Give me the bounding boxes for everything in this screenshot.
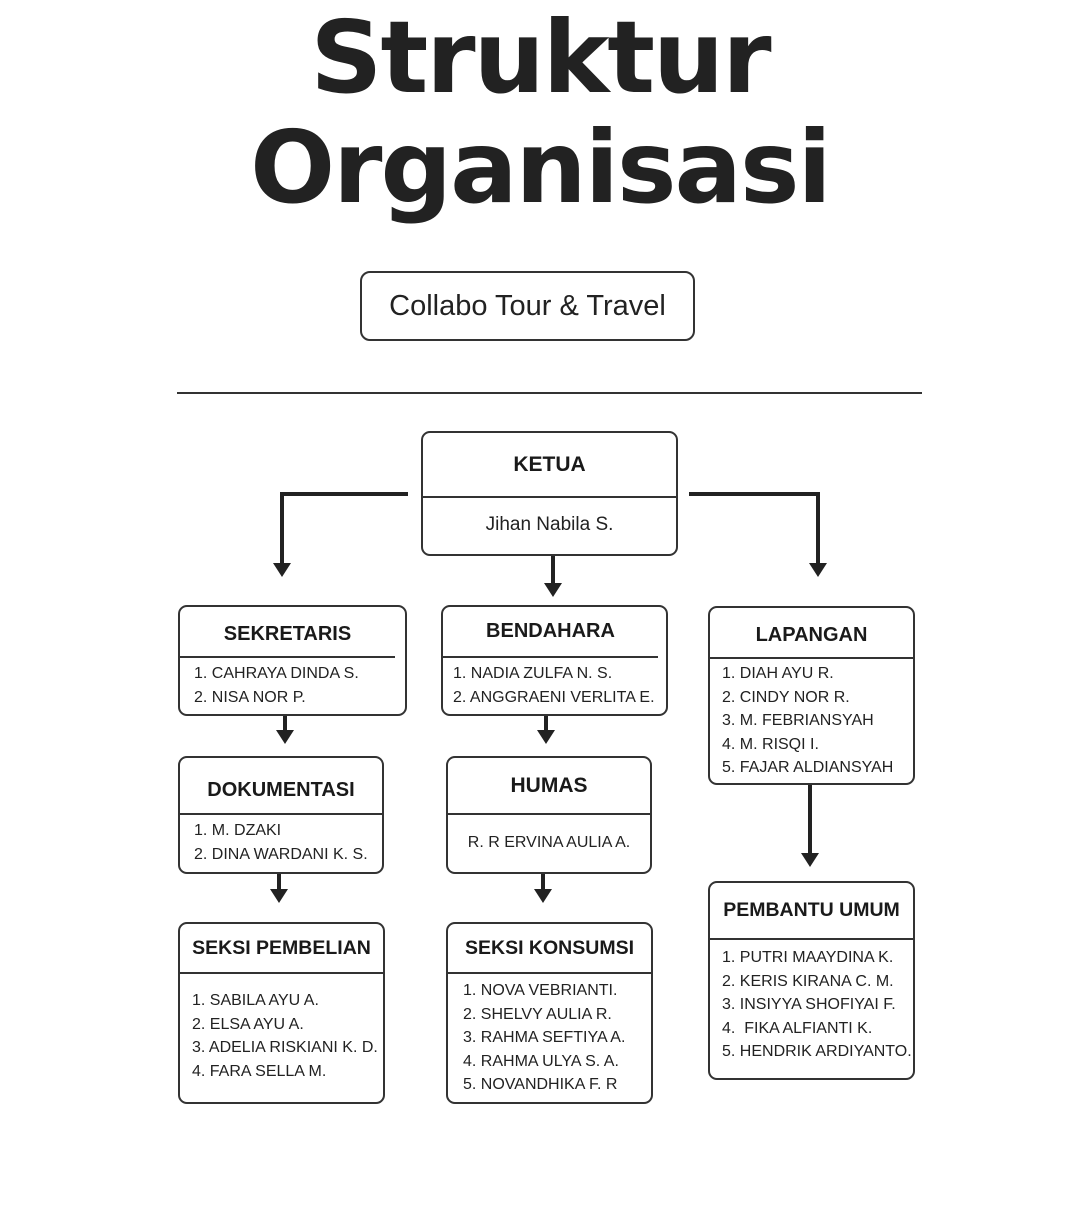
node-seksi-pembelian-members: 1. SABILA AYU A. 2. ELSA AYU A. 3. ADELI… bbox=[180, 974, 383, 1083]
member-item: 2. ANGGRAENI VERLITA E. bbox=[453, 688, 655, 706]
arrow-down-icon bbox=[270, 889, 288, 903]
member-item: 1. PUTRI MAAYDINA K. bbox=[722, 949, 894, 966]
company-name: Collabo Tour & Travel bbox=[389, 289, 666, 322]
node-seksi-pembelian: SEKSI PEMBELIAN 1. SABILA AYU A. 2. ELSA… bbox=[178, 922, 385, 1104]
connector-line bbox=[808, 784, 812, 856]
connector-line bbox=[689, 492, 820, 496]
connector-line bbox=[280, 492, 284, 566]
node-pembantu-umum: PEMBANTU UMUM 1. PUTRI MAAYDINA K. 2. KE… bbox=[708, 881, 915, 1080]
member-item: 1. SABILA AYU A. bbox=[192, 992, 319, 1009]
member-item: 1. DIAH AYU R. bbox=[722, 665, 834, 682]
node-seksi-pembelian-role: SEKSI PEMBELIAN bbox=[180, 924, 383, 974]
divider bbox=[177, 392, 922, 394]
arrow-down-icon bbox=[537, 730, 555, 744]
member-item: 1. NADIA ZULFA N. S. bbox=[453, 665, 613, 682]
member-item: 3. RAHMA SEFTIYA A. bbox=[463, 1029, 626, 1046]
member-item: 3. ADELIA RISKIANI K. D. bbox=[192, 1039, 378, 1056]
member-item: 2. KERIS KIRANA C. M. bbox=[722, 972, 894, 990]
member-item: 2. CINDY NOR R. bbox=[722, 688, 850, 706]
member-item: 5. HENDRIK ARDIYANTO. bbox=[722, 1043, 912, 1060]
member-item: 2. DINA WARDANI K. S. bbox=[194, 845, 368, 863]
node-bendahara-members: 1. NADIA ZULFA N. S. 2. ANGGRAENI VERLIT… bbox=[443, 658, 666, 709]
node-humas-role: HUMAS bbox=[448, 758, 650, 815]
connector-line bbox=[551, 555, 555, 585]
member-item: 1. M. DZAKI bbox=[194, 822, 282, 839]
member-item: 3. M. FEBRIANSYAH bbox=[722, 712, 874, 729]
member-item: 4. FARA SELLA M. bbox=[192, 1062, 327, 1080]
arrow-down-icon bbox=[276, 730, 294, 744]
node-sekretaris: SEKRETARIS 1. CAHRAYA DINDA S. 2. NISA N… bbox=[178, 605, 407, 716]
connector-line bbox=[277, 874, 281, 890]
node-bendahara: BENDAHARA 1. NADIA ZULFA N. S. 2. ANGGRA… bbox=[441, 605, 668, 716]
arrow-down-icon bbox=[273, 563, 291, 577]
node-ketua-name: Jihan Nabila S. bbox=[485, 514, 614, 535]
node-pembantu-umum-role: PEMBANTU UMUM bbox=[710, 883, 913, 940]
node-lapangan-members: 1. DIAH AYU R. 2. CINDY NOR R. 3. M. FEB… bbox=[710, 659, 913, 780]
node-seksi-konsumsi-role: SEKSI KONSUMSI bbox=[448, 924, 651, 974]
node-dokumentasi: DOKUMENTASI 1. M. DZAKI 2. DINA WARDANI … bbox=[178, 756, 384, 874]
member-item: 1. NOVA VEBRIANTI. bbox=[463, 982, 618, 999]
node-ketua-role: KETUA bbox=[423, 433, 676, 498]
member-item: 3. INSIYYA SHOFIYAI F. bbox=[722, 996, 896, 1013]
arrow-down-icon bbox=[801, 853, 819, 867]
node-pembantu-umum-members: 1. PUTRI MAAYDINA K. 2. KERIS KIRANA C. … bbox=[710, 940, 913, 1064]
member-item: 1. CAHRAYA DINDA S. bbox=[194, 665, 359, 682]
node-humas-name: R. R ERVINA AULIA A. bbox=[467, 834, 631, 851]
node-ketua: KETUA Jihan Nabila S. bbox=[421, 431, 678, 556]
connector-line bbox=[816, 492, 820, 566]
arrow-down-icon bbox=[534, 889, 552, 903]
page-title-line-2: Organisasi bbox=[250, 109, 832, 226]
node-lapangan: LAPANGAN 1. DIAH AYU R. 2. CINDY NOR R. … bbox=[708, 606, 915, 785]
member-item: 4. M. RISQI I. bbox=[722, 735, 819, 753]
node-dokumentasi-role: DOKUMENTASI bbox=[180, 758, 382, 815]
node-seksi-konsumsi-members: 1. NOVA VEBRIANTI. 2. SHELVY AULIA R. 3.… bbox=[448, 974, 651, 1097]
node-sekretaris-role: SEKRETARIS bbox=[180, 607, 395, 658]
arrow-down-icon bbox=[544, 583, 562, 597]
company-name-box: Collabo Tour & Travel bbox=[360, 271, 695, 341]
member-item: 2. ELSA AYU A. bbox=[192, 1015, 304, 1033]
member-item: 5. NOVANDHIKA F. R bbox=[463, 1076, 618, 1093]
member-item: 4. FIKA ALFIANTI K. bbox=[722, 1019, 873, 1037]
arrow-down-icon bbox=[809, 563, 827, 577]
page-title-line-1: Struktur bbox=[310, 0, 771, 116]
member-item: 2. SHELVY AULIA R. bbox=[463, 1005, 612, 1023]
connector-line bbox=[280, 492, 408, 496]
connector-line bbox=[283, 715, 287, 731]
node-sekretaris-members: 1. CAHRAYA DINDA S. 2. NISA NOR P. bbox=[180, 658, 405, 709]
member-item: 4. RAHMA ULYA S. A. bbox=[463, 1052, 619, 1070]
connector-line bbox=[544, 715, 548, 731]
node-lapangan-role: LAPANGAN bbox=[710, 608, 913, 659]
member-item: 2. NISA NOR P. bbox=[194, 688, 306, 706]
node-seksi-konsumsi: SEKSI KONSUMSI 1. NOVA VEBRIANTI. 2. SHE… bbox=[446, 922, 653, 1104]
member-item: 5. FAJAR ALDIANSYAH bbox=[722, 759, 894, 776]
node-bendahara-role: BENDAHARA bbox=[443, 607, 658, 658]
connector-line bbox=[541, 874, 545, 890]
node-humas: HUMAS R. R ERVINA AULIA A. bbox=[446, 756, 652, 874]
node-dokumentasi-members: 1. M. DZAKI 2. DINA WARDANI K. S. bbox=[180, 815, 382, 866]
